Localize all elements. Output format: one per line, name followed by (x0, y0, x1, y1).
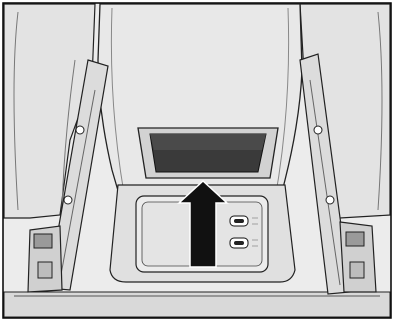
usb-port-top (230, 216, 248, 226)
usb-port-bottom (230, 238, 248, 248)
